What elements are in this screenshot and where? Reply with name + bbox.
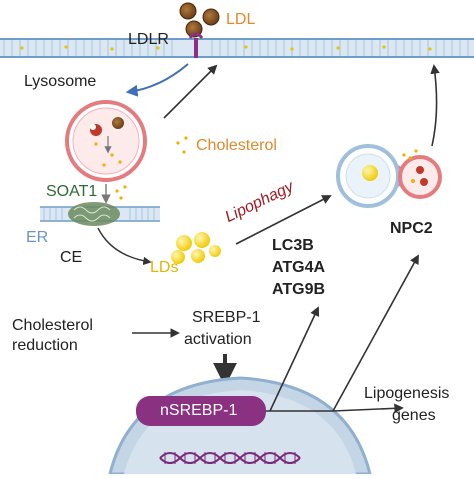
ldl-label: LDL (226, 11, 256, 28)
er-cholesterol-dots (115, 185, 127, 200)
npc2-label: NPC2 (390, 220, 433, 237)
lipid-droplet (194, 232, 210, 248)
ce-to-lds-arrow (97, 227, 152, 266)
ce-label: CE (60, 249, 83, 266)
ldl-particle (202, 8, 220, 26)
lysosome (65, 100, 147, 182)
ldlr-label: LDLR (128, 31, 169, 48)
lipogenesis-label-line1: Lipogenesis (364, 385, 450, 402)
npc2-to-membrane-arrow (430, 64, 440, 147)
lipogenesis-label-line2: genes (392, 407, 436, 424)
nsrebp1-box (136, 396, 266, 426)
lysosome-label: Lysosome (24, 73, 97, 90)
ldl-particle (179, 2, 197, 20)
endocytosis-arrow (125, 63, 189, 97)
cholesterol-reduction-label-line1: Cholesterol (12, 317, 93, 334)
lipophagy-arrow (235, 195, 332, 245)
cholesterol-reduction-label-line2: reduction (12, 337, 78, 354)
plasma-membrane (0, 38, 474, 58)
ldlr-receptor (188, 32, 204, 58)
lysosome-to-membrane-arrow (163, 64, 218, 119)
dna-helix (159, 452, 301, 464)
lipid-droplet (176, 235, 192, 251)
lds-label: LDs (150, 259, 179, 276)
srebp1-label-line2: activation (184, 331, 252, 348)
lipid-droplet (191, 249, 205, 263)
er-label: ER (26, 229, 49, 246)
autolysosome (336, 144, 442, 208)
soat1-label: SOAT1 (46, 183, 98, 200)
srebp1-label-line1: SREBP-1 (192, 309, 261, 326)
cholesterol-dots (176, 136, 188, 154)
lc3b-label: LC3B (272, 237, 314, 254)
lipid-droplet (209, 245, 221, 257)
atg9b-label: ATG9B (272, 281, 326, 298)
ldl-particles (179, 2, 220, 38)
atg4a-label: ATG4A (272, 259, 326, 276)
soat1-protein (68, 202, 120, 226)
lipid-droplet (171, 250, 185, 264)
cholesterol-label: Cholesterol (196, 137, 277, 154)
nsrebp1-output-arrows (266, 254, 419, 414)
lipid-droplets (171, 232, 221, 264)
nsrebp1-label: nSREBP-1 (160, 402, 238, 419)
